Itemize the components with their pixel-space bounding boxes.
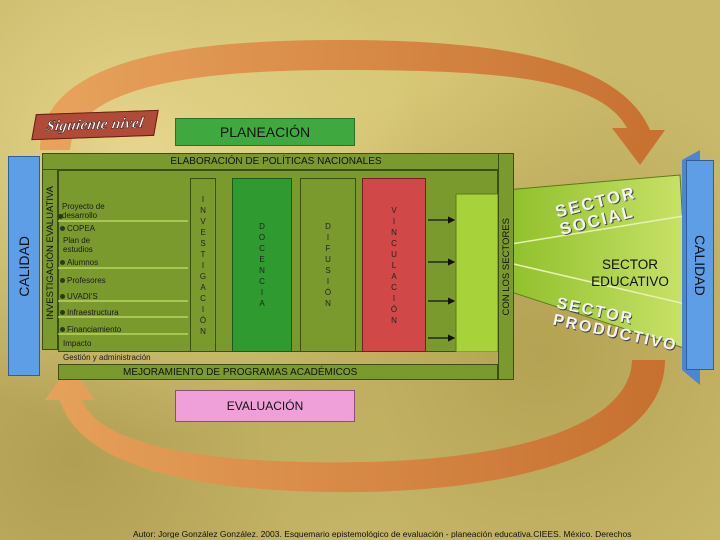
list-item: Impacto — [63, 339, 92, 348]
difusion-letter: I — [326, 277, 330, 286]
row-stripes — [58, 220, 188, 335]
investigacion-letter: I — [201, 260, 205, 270]
vinculacion-letter: C — [391, 282, 397, 292]
docencia-letter: C — [259, 244, 265, 253]
list-item: Infraestructura — [60, 308, 119, 317]
sector-educativo-text: SECTOR EDUCATIVO — [591, 257, 669, 289]
list-item: UVADI'S — [60, 292, 98, 301]
planeacion-box: PLANEACIÓN — [175, 118, 355, 146]
docencia-letter: C — [259, 277, 265, 286]
mejoramiento-banner: MEJORAMIENTO DE PROGRAMAS ACADÉMICOS — [58, 364, 498, 380]
right-calidad-bar: CALIDAD — [686, 160, 714, 370]
investigacion-evaluativa-bar: INVESTIGACIÓN EVALUATIVA — [42, 156, 58, 350]
vinculacion-letter: A — [391, 271, 397, 281]
list-item: Profesores — [60, 276, 106, 285]
investigacion-letter: V — [200, 216, 206, 226]
vinculacion-letter: V — [391, 205, 397, 215]
investigacion-letter: A — [200, 282, 206, 292]
elaboracion-banner: ELABORACIÓN DE POLÍTICAS NACIONALES — [42, 153, 510, 170]
investigacion-letter: C — [200, 293, 206, 303]
elaboracion-label: ELABORACIÓN DE POLÍTICAS NACIONALES — [170, 156, 382, 167]
investigacion-letter: S — [200, 238, 206, 248]
planeacion-label: PLANEACIÓN — [219, 124, 311, 140]
con-los-sectores-bar: CON LOS SECTORES — [498, 153, 514, 380]
vinculacion-letter: C — [391, 238, 397, 248]
docencia-letter: O — [258, 233, 266, 242]
investigacion-letter: T — [200, 249, 206, 259]
difusion-letter: U — [325, 255, 331, 264]
difusion-letter: Ó — [324, 288, 332, 297]
vinculacion-letter: I — [392, 293, 396, 303]
docencia-letter: A — [259, 299, 265, 308]
con-los-sectores-label: CON LOS SECTORES — [500, 217, 512, 316]
flow-arrows — [428, 193, 499, 352]
investigacion-letter: I — [201, 304, 205, 314]
investigacion-letter: Ó — [199, 315, 207, 325]
left-calidad-bar: CALIDAD — [8, 156, 40, 376]
evaluacion-label: EVALUACIÓN — [226, 399, 304, 413]
footer-text: Autor: Jorge González González. 2003. Es… — [133, 529, 632, 538]
vinculacion-letter: I — [392, 216, 396, 226]
mejoramiento-label: MEJORAMIENTO DE PROGRAMAS ACADÉMICOS — [123, 366, 358, 378]
sector-educativo-label: SECTOR EDUCATIVO — [580, 256, 680, 296]
difusion-letter: I — [326, 233, 330, 242]
difusion-letter: S — [325, 266, 331, 275]
investigacion-letter: G — [199, 271, 207, 281]
footer-credit: Autor: Jorge González González. 2003. Es… — [133, 524, 720, 538]
docencia-letter: E — [259, 255, 265, 264]
vinculacion-letter: L — [391, 260, 397, 270]
vinculacion-letter: Ó — [390, 304, 398, 314]
right-calidad-label: CALIDAD — [692, 234, 708, 296]
difusion-letter: D — [325, 222, 331, 231]
investigacion-letter: I — [201, 194, 205, 204]
investigacion-evaluativa-label: INVESTIGACIÓN EVALUATIVA — [44, 186, 56, 320]
docencia-letter: D — [259, 222, 265, 231]
siguiente-nivel-text: Siguiente nivel — [45, 114, 146, 135]
investigacion-letter: E — [200, 227, 206, 237]
list-item: Gestión y administración — [63, 353, 151, 362]
difusion-letter: N — [325, 299, 331, 308]
list-item: Plan de estudios — [63, 236, 93, 254]
bottom-loop-arrow — [45, 360, 665, 493]
list-item: Financiamiento — [60, 325, 121, 334]
list-item: Alumnos — [60, 258, 98, 267]
items-list: Proyecto de desarrollo COPEA Plan de est… — [58, 172, 190, 364]
left-calidad-label: CALIDAD — [16, 235, 32, 297]
investigacion-letter: N — [200, 205, 206, 215]
vinculacion-letter: N — [391, 227, 397, 237]
evaluacion-box: EVALUACIÓN — [175, 390, 355, 422]
top-loop-arrow — [40, 40, 665, 165]
vinculacion-letter: U — [391, 249, 397, 259]
vinculacion-letter: N — [391, 315, 397, 325]
siguiente-nivel-badge: Siguiente nivel — [31, 109, 159, 141]
docencia-letter: I — [260, 288, 264, 297]
difusion-letter: F — [325, 244, 331, 253]
docencia-letter: N — [259, 266, 265, 275]
list-item: COPEA — [60, 224, 95, 233]
list-item: Proyecto de desarrollo — [58, 202, 122, 220]
investigacion-letter: N — [200, 326, 206, 336]
